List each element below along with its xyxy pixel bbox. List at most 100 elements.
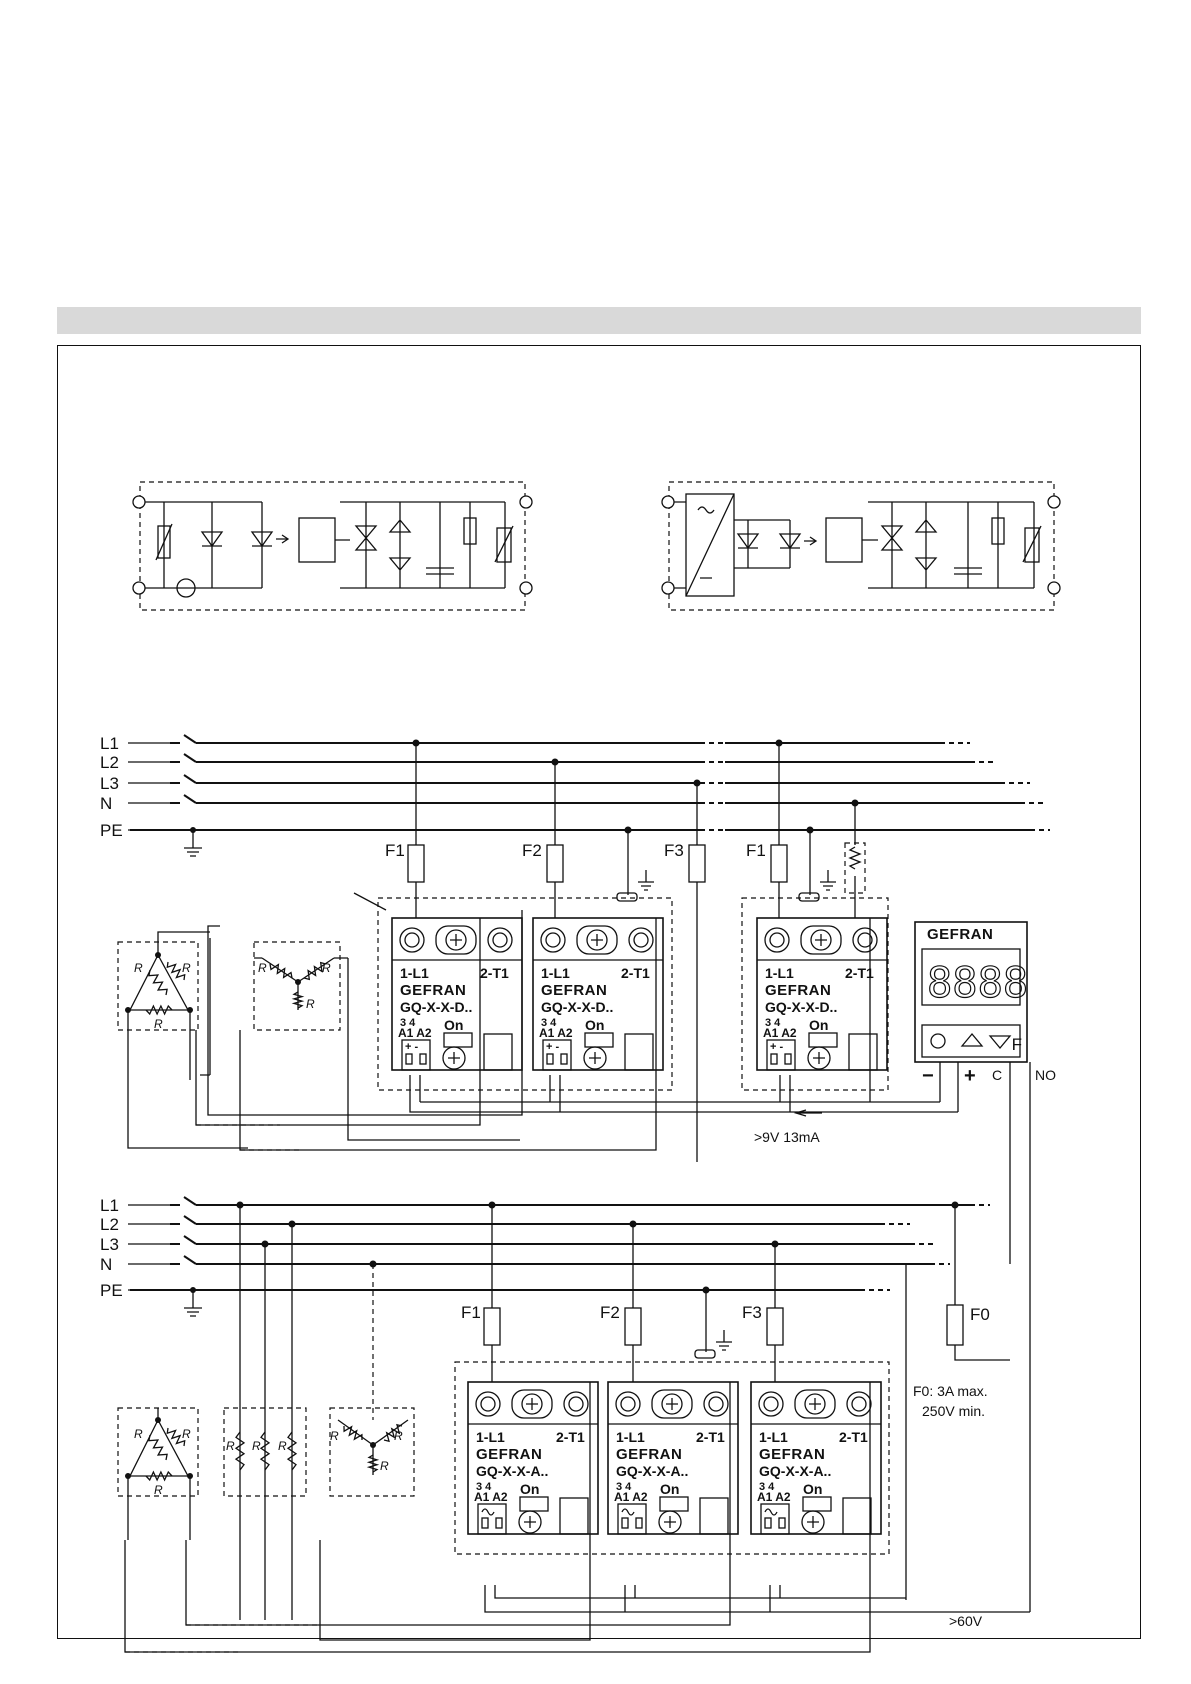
controller-display: 8888 (927, 958, 1028, 1007)
resistor-icon (166, 1427, 186, 1447)
terminal-screw-icon[interactable] (540, 927, 566, 953)
mount-screw-icon (521, 1393, 543, 1415)
bus-label-bottom-l2: L2 (100, 1215, 119, 1234)
resistor-icon (291, 991, 305, 1009)
resistor-label: R (182, 961, 191, 975)
mount-screw-icon (445, 929, 467, 951)
internal-schematic-dc (132, 481, 533, 611)
controller-key-f[interactable]: F (1012, 1035, 1022, 1054)
ac-wave-icon (764, 1508, 778, 1516)
terminal-screw-icon[interactable] (846, 1391, 872, 1417)
internal-schematic-ac (661, 481, 1061, 611)
terminal-screw-icon[interactable] (852, 927, 878, 953)
control-terminal-block[interactable] (617, 1503, 647, 1535)
led-label: On (809, 1017, 828, 1033)
module-model: GQ-X-X-D.. (400, 999, 472, 1015)
resistor-label: R (258, 961, 267, 975)
terminal-l1-label: 1-L1 (541, 965, 570, 981)
resistor-icon (148, 1434, 168, 1461)
control-pin-numbers: 3 4 (476, 1481, 492, 1493)
resistor-icon (166, 961, 186, 981)
fuse-label-f1-3: F1 (746, 841, 766, 860)
dc-signal-annotation: >9V 13mA (754, 1129, 820, 1145)
bus-label-bottom-l3: L3 (100, 1235, 119, 1254)
control-terminal-block[interactable] (542, 1039, 572, 1071)
fuse-label-f2-1: F2 (522, 841, 542, 860)
resistor-icon (234, 1431, 246, 1471)
control-terminal-block[interactable] (766, 1039, 796, 1071)
controller-out-no: NO (1035, 1067, 1056, 1083)
bus-top-wiring (130, 734, 1050, 1162)
controller-out-c: C (992, 1067, 1002, 1083)
resistor-label: R (278, 1439, 287, 1453)
fuse-label-f0-7: F0 (970, 1305, 990, 1324)
terminal-screw-icon[interactable] (399, 927, 425, 953)
status-led (443, 1032, 473, 1048)
resistor-label: R (394, 1429, 403, 1443)
module-brand: GEFRAN (476, 1446, 542, 1463)
resistor-label: R (134, 961, 143, 975)
control-pin-numbers: 3 4 (400, 1017, 416, 1029)
fuse-label-f3-6: F3 (742, 1303, 762, 1322)
resistor-label: R (330, 1429, 339, 1443)
terminal-l1-label: 1-L1 (765, 965, 794, 981)
terminal-screw-icon[interactable] (758, 1391, 784, 1417)
mount-screw-icon (804, 1393, 826, 1415)
resistor-label: R (154, 1483, 163, 1497)
terminal-t1-label: 2-T1 (480, 965, 509, 981)
control-terminal-names: A1 A2 (763, 1026, 797, 1040)
control-pin-numbers: 3 4 (541, 1017, 557, 1029)
terminal-l1-label: 1-L1 (616, 1429, 645, 1445)
led-label: On (520, 1481, 539, 1497)
adjust-screw-icon[interactable] (583, 1046, 607, 1070)
control-terminal-block[interactable] (401, 1039, 431, 1071)
controller-key-circle-icon[interactable] (930, 1033, 946, 1049)
controller-key-down-icon[interactable] (988, 1035, 1012, 1050)
module-model: GQ-X-X-A.. (476, 1463, 548, 1479)
bus-label-bottom-pe: PE (100, 1281, 123, 1300)
terminal-screw-icon[interactable] (475, 1391, 501, 1417)
led-label: On (585, 1017, 604, 1033)
bus-label-top-l1: L1 (100, 734, 119, 753)
terminal-screw-icon[interactable] (615, 1391, 641, 1417)
terminal-t1-label: 2-T1 (621, 965, 650, 981)
resistor-label: R (154, 1017, 163, 1031)
terminal-screw-icon[interactable] (764, 927, 790, 953)
terminal-screw-icon[interactable] (487, 927, 513, 953)
controller-key-up-icon[interactable] (960, 1032, 984, 1047)
module-model: GQ-X-X-A.. (759, 1463, 831, 1479)
resistor-icon (145, 1470, 173, 1482)
module-brand: GEFRAN (765, 982, 831, 999)
bus-label-top-l3: L3 (100, 774, 119, 793)
control-terminal-block[interactable] (477, 1503, 507, 1535)
ac-signal-annotation: >60V (949, 1613, 983, 1629)
mount-screw-icon (810, 929, 832, 951)
control-terminal-block[interactable] (760, 1503, 790, 1535)
resistor-icon (366, 1454, 380, 1473)
fuse-label-f3-2: F3 (664, 841, 684, 860)
load-star-top (253, 941, 348, 1031)
adjust-screw-icon[interactable] (801, 1510, 825, 1534)
adjust-screw-icon[interactable] (807, 1046, 831, 1070)
controller-out-minus: − (922, 1065, 934, 1087)
adjust-screw-icon[interactable] (658, 1510, 682, 1534)
module-label-plate (848, 1033, 878, 1071)
resistor-label: R (380, 1459, 389, 1473)
status-led (519, 1496, 549, 1512)
section-header-bar (57, 307, 1141, 334)
led-label: On (444, 1017, 463, 1033)
ac-control-wiring (124, 1382, 1030, 1653)
adjust-screw-icon[interactable] (518, 1510, 542, 1534)
terminal-screw-icon[interactable] (628, 927, 654, 953)
adjust-screw-icon[interactable] (442, 1046, 466, 1070)
module-label-plate (483, 1033, 513, 1071)
module-label-plate (559, 1497, 589, 1535)
terminal-t1-label: 2-T1 (556, 1429, 585, 1445)
dc-control-wiring (195, 910, 958, 1151)
terminal-l1-label: 1-L1 (759, 1429, 788, 1445)
terminal-screw-icon[interactable] (563, 1391, 589, 1417)
terminal-screw-icon[interactable] (703, 1391, 729, 1417)
